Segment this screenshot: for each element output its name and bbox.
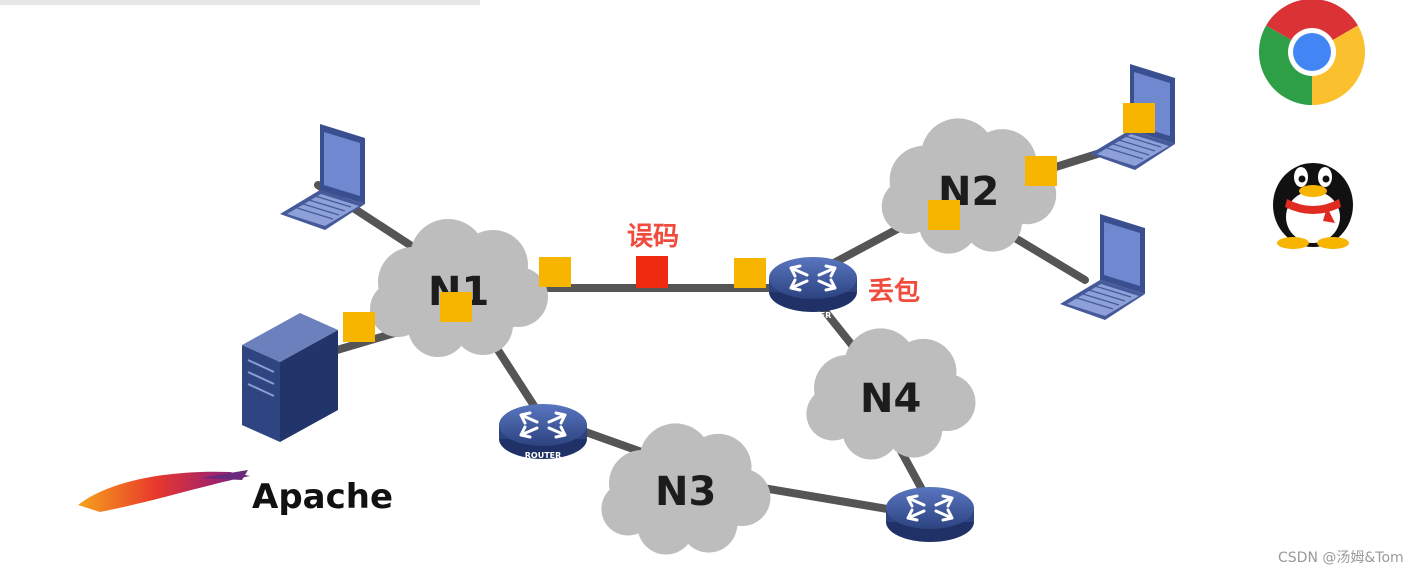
bit-error-label: 误码 xyxy=(627,222,679,252)
packet xyxy=(440,292,472,322)
packet xyxy=(1025,156,1057,186)
watermark: CSDN @汤姆&Tom xyxy=(1278,550,1404,566)
packet-loss-label: 丢包 xyxy=(868,276,920,307)
router-icon: ROUTER xyxy=(884,485,976,551)
laptop-icon xyxy=(279,123,366,231)
link-n2-laptop-bottom xyxy=(1006,231,1089,284)
network-label-n3: N3 xyxy=(655,469,716,515)
link-router-top-n2 xyxy=(826,221,909,269)
router-label: ROUTER xyxy=(525,451,562,460)
top-artifact xyxy=(0,0,480,5)
qq-penguin-icon xyxy=(1273,163,1353,249)
packet xyxy=(539,257,571,287)
packet xyxy=(343,312,375,342)
packets xyxy=(343,103,1155,342)
packet xyxy=(1123,103,1155,133)
router-icon: ROUTER xyxy=(497,402,589,461)
chrome-icon xyxy=(1258,0,1366,105)
router-label: ROUTER xyxy=(795,311,832,320)
network-label-n4: N4 xyxy=(860,376,921,422)
router-label: ROUTER xyxy=(912,542,949,551)
router-icon: ROUTER xyxy=(767,255,859,320)
error-packet xyxy=(636,256,668,288)
apache-feather-icon xyxy=(78,470,250,512)
server-icon xyxy=(242,313,338,442)
laptop-icon xyxy=(1059,213,1146,321)
link-n3-router-right xyxy=(741,481,909,516)
apache-label: Apache xyxy=(252,477,393,517)
packet xyxy=(928,200,960,230)
packet xyxy=(734,258,766,288)
